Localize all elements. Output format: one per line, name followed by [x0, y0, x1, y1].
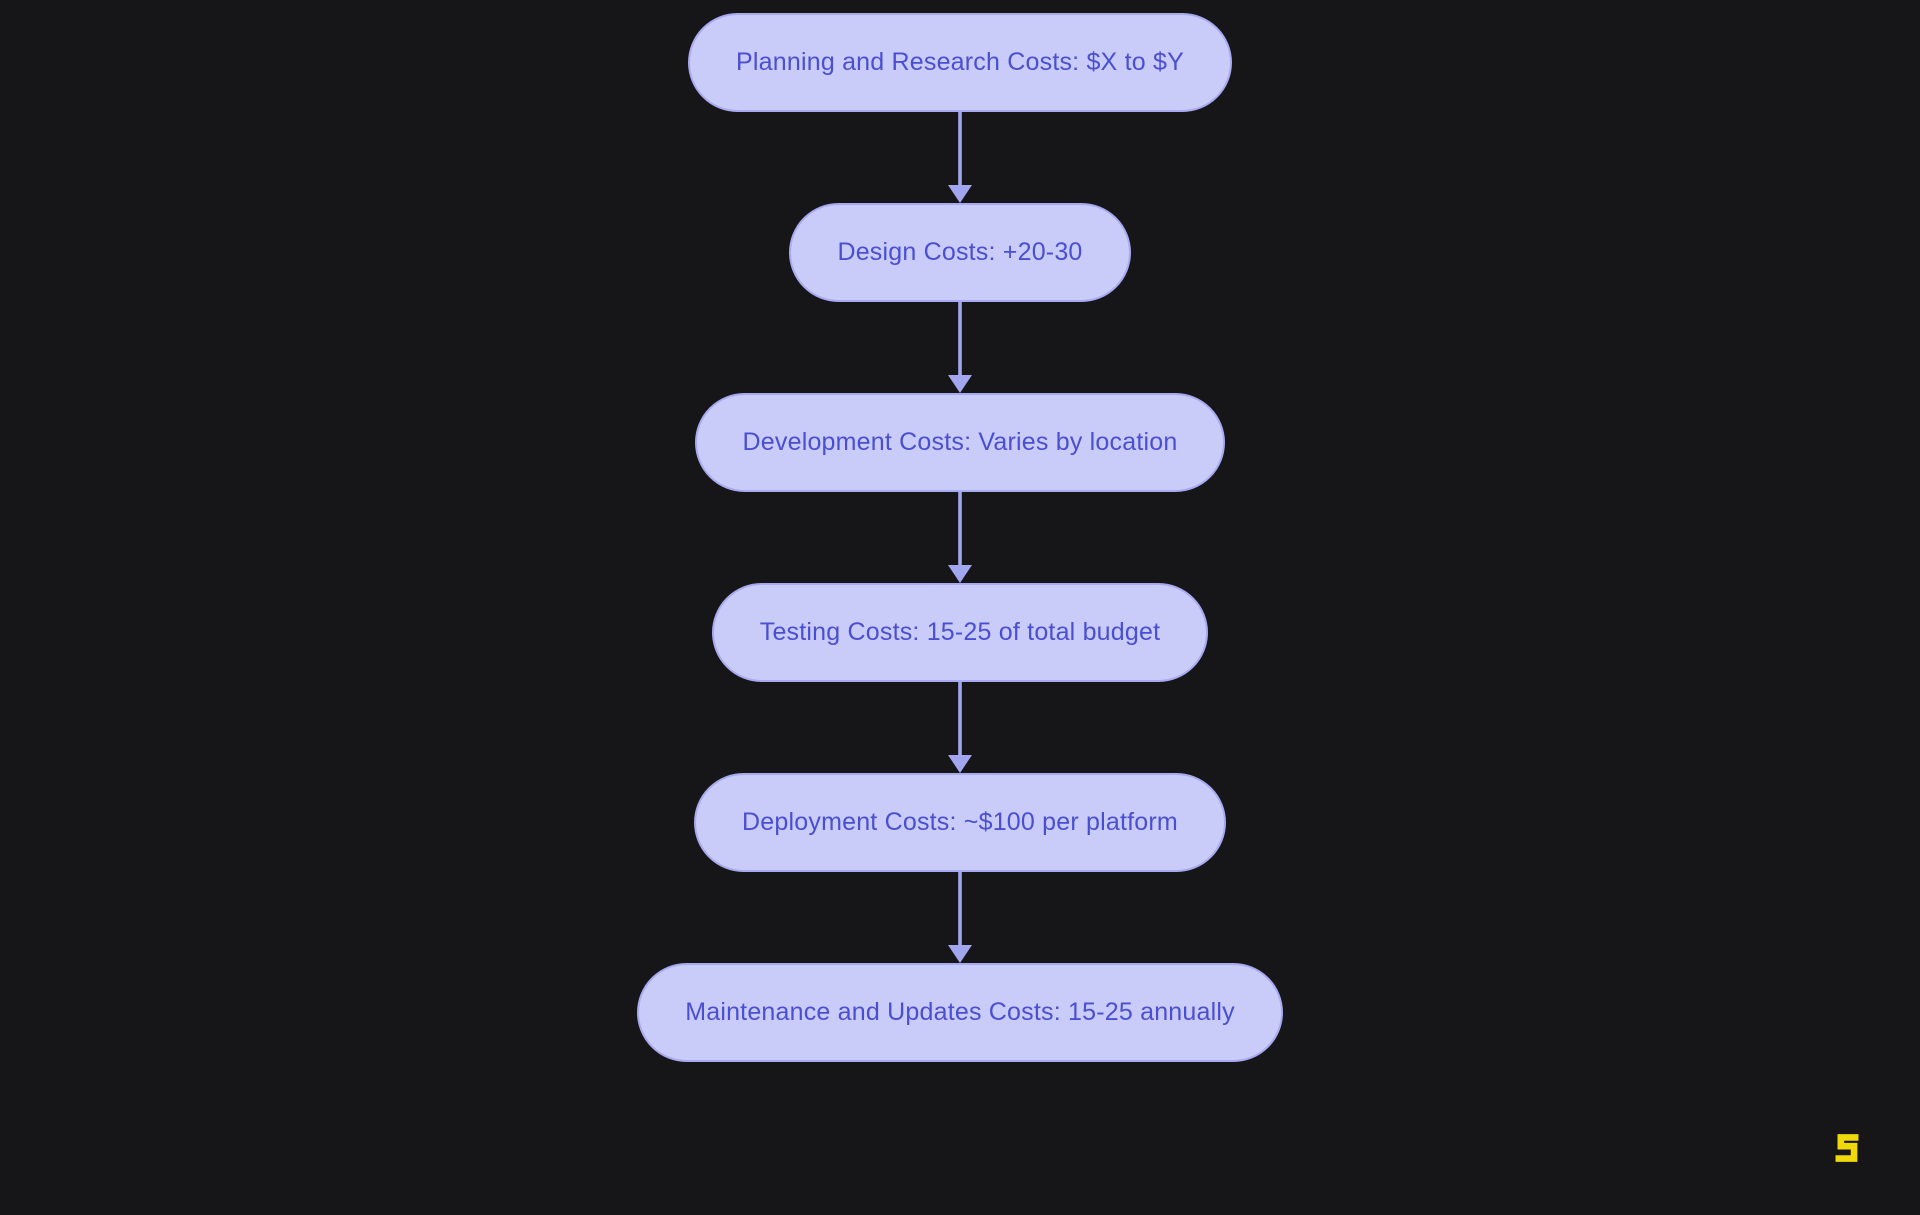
node-label: Development Costs: Varies by location	[742, 428, 1178, 456]
node-label: Planning and Research Costs: $X to $Y	[736, 48, 1184, 76]
arrow-down-icon	[948, 872, 972, 963]
arrow-down-icon	[948, 682, 972, 773]
flowchart: Planning and Research Costs: $X to $Y De…	[637, 13, 1283, 1062]
flow-node-development: Development Costs: Varies by location	[694, 393, 1226, 492]
arrow-down-icon	[948, 112, 972, 203]
flow-node-deployment: Deployment Costs: ~$100 per platform	[694, 773, 1226, 872]
flow-node-testing: Testing Costs: 15-25 of total budget	[711, 583, 1209, 682]
flow-node-maintenance: Maintenance and Updates Costs: 15-25 ann…	[637, 963, 1283, 1062]
node-label: Maintenance and Updates Costs: 15-25 ann…	[685, 998, 1235, 1026]
arrow-down-icon	[948, 492, 972, 583]
node-label: Deployment Costs: ~$100 per platform	[742, 808, 1178, 836]
s-logo-icon	[1835, 1134, 1859, 1162]
node-label: Testing Costs: 15-25 of total budget	[759, 618, 1161, 646]
node-label: Design Costs: +20-30	[837, 238, 1083, 266]
flow-node-planning: Planning and Research Costs: $X to $Y	[688, 13, 1232, 112]
arrow-down-icon	[948, 302, 972, 393]
flow-node-design: Design Costs: +20-30	[789, 203, 1131, 302]
